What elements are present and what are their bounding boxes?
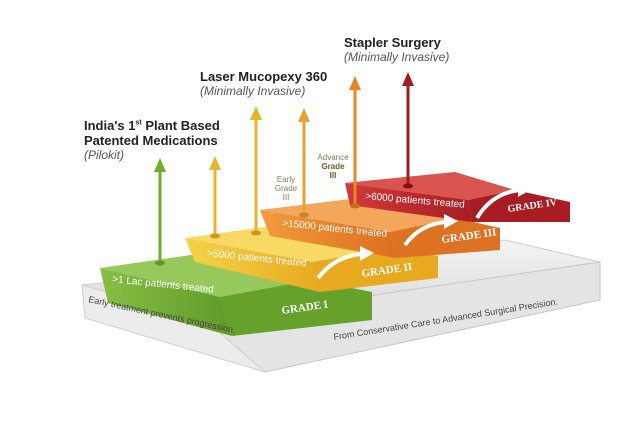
label-advance-grade-iii: Advance Grade III xyxy=(314,153,352,181)
label-early-grade-iii: Early Grade III xyxy=(273,175,299,203)
label-stapler: Stapler Surgery (Minimally Invasive) xyxy=(344,36,449,65)
label-stapler-sub: (Minimally Invasive) xyxy=(344,51,449,65)
label-laser-title: Laser Mucopexy 360 xyxy=(200,70,327,85)
label-laser: Laser Mucopexy 360 (Minimally Invasive) xyxy=(200,70,327,99)
label-plant-based: India's 1st Plant Based Patented Medicat… xyxy=(84,119,220,163)
label-plant-line2: Patented Medications xyxy=(84,134,220,149)
label-plant-line1: India's 1st Plant Based xyxy=(84,119,220,134)
label-stapler-title: Stapler Surgery xyxy=(344,36,449,51)
label-laser-sub: (Minimally Invasive) xyxy=(200,85,327,99)
arrow-yellow-head-2-icon xyxy=(250,106,262,120)
arrow-orange-head-1-icon xyxy=(298,108,310,122)
arrow-red-head-icon xyxy=(402,72,414,86)
arrow-orange-head-2-icon xyxy=(349,76,361,90)
label-plant-sub: (Pilokit) xyxy=(84,149,220,163)
